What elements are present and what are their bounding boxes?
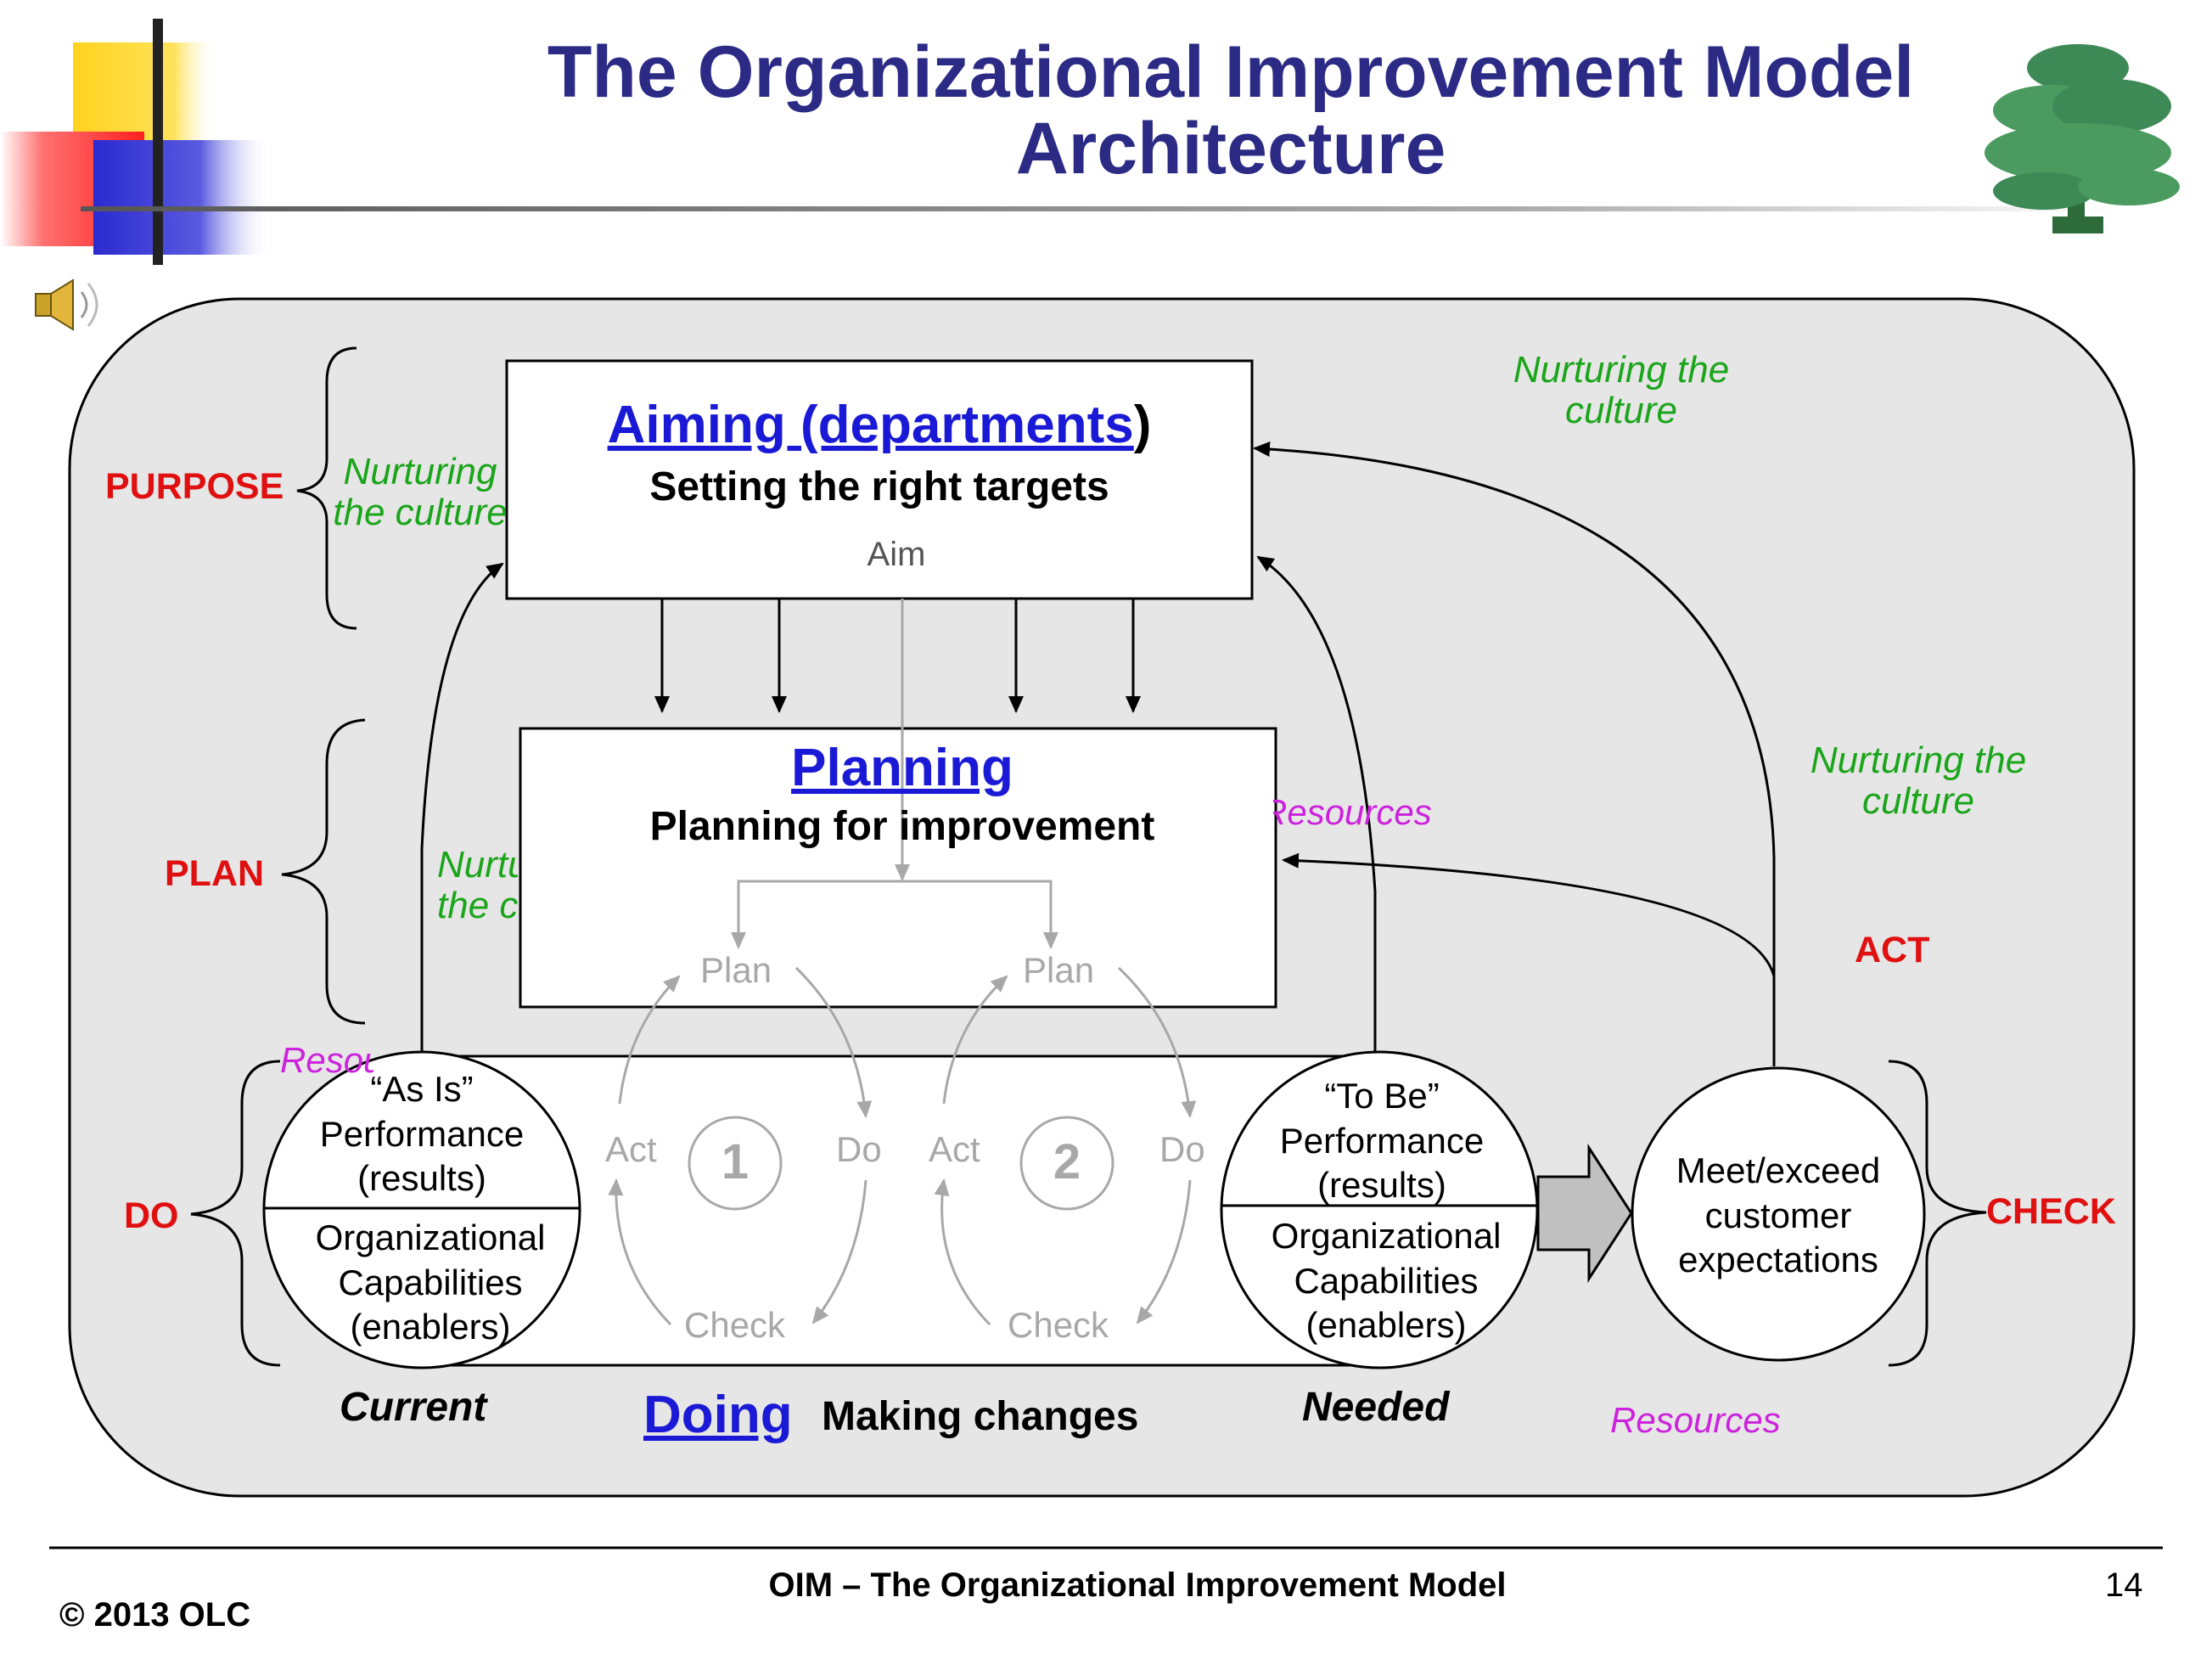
pdca-cycle-2 <box>934 966 1197 1326</box>
footer-copyright: © 2013 OLC <box>59 1596 251 1634</box>
needed-performance-text: “To Be” Performance (results) <box>1279 1076 1485 1205</box>
tree-logo <box>1985 44 2180 233</box>
level-check: CHECK <box>1986 1191 2116 1232</box>
doing-link[interactable]: Doing <box>643 1386 793 1444</box>
level-act: ACT <box>1855 930 1930 970</box>
nurturing-culture-plan-clip: Nurturing the culture <box>437 845 518 938</box>
level-purpose: PURPOSE <box>105 466 284 507</box>
decorative-squares <box>0 19 2118 265</box>
resources-plan-clip: Resources <box>1273 795 1443 846</box>
speaker-icon[interactable] <box>35 278 98 331</box>
pdca2-check: Check <box>1008 1305 1109 1345</box>
pdca2-number: 2 <box>1053 1134 1081 1189</box>
pdca2-plan: Plan <box>1023 950 1095 990</box>
level-plan: PLAN <box>165 853 265 894</box>
pdca1-number: 1 <box>721 1134 749 1189</box>
aiming-box <box>505 359 1254 600</box>
nurturing-culture-purpose: Nurturing the culture <box>333 451 508 534</box>
aim-label: Aim <box>867 536 926 573</box>
aiming-title: Aiming (departments) <box>507 399 1252 452</box>
customer-text: Meet/exceed customer expectations <box>1676 1150 1881 1279</box>
planning-link[interactable]: Planning <box>791 739 1013 797</box>
pdca1-act: Act <box>605 1129 657 1169</box>
pdca1-plan: Plan <box>700 950 772 990</box>
aiming-subtitle: Setting the right targets <box>649 464 1109 509</box>
braces <box>190 346 1987 1367</box>
current-performance-text: “As Is” Performance (results) <box>319 1069 525 1198</box>
nurturing-culture-plan: Nurturing the culture <box>437 845 518 927</box>
aiming-title-paren: ) <box>1133 396 1152 454</box>
to-customer-arrow <box>1536 1143 1633 1284</box>
aim-to-plan-arrows <box>654 599 1141 949</box>
customer-circle <box>1631 1066 1926 1362</box>
needed-circle <box>1220 1050 1539 1369</box>
pdca1-do: Do <box>836 1129 882 1169</box>
slide-title-line-1: The Organizational Improvement Model <box>547 31 1915 113</box>
page-number: 14 <box>2105 1566 2143 1604</box>
feedback-arrows <box>420 441 1776 1066</box>
current-capabilities-text: Organizational Capabilities (enablers) <box>315 1218 546 1347</box>
pdca1-check: Check <box>684 1305 786 1345</box>
resources-plan: Resources <box>1273 795 1432 832</box>
needed-capabilities-text: Organizational Capabilities (enablers) <box>1271 1216 1502 1345</box>
resources-bottom-right: Resources <box>1610 1400 1781 1440</box>
planning-subtitle: Planning for improvement <box>649 804 1155 849</box>
aiming-link[interactable]: Aiming (departments <box>607 396 1134 454</box>
resources-do-clip: Resources <box>280 1043 373 1085</box>
level-do: DO <box>124 1195 179 1236</box>
nurturing-culture-right: Nurturing the culture <box>1810 740 2027 823</box>
current-circle <box>262 1050 581 1369</box>
slide-title-line-2: Architecture <box>1015 108 1446 189</box>
pdca2-act: Act <box>929 1129 980 1169</box>
footer-title: OIM – The Organizational Improvement Mod… <box>768 1566 1507 1604</box>
resources-do: Resources <box>280 1043 373 1080</box>
doing-subtitle: Making changes <box>822 1394 1139 1439</box>
needed-caption: Needed <box>1302 1385 1450 1430</box>
current-caption: Current <box>340 1385 487 1430</box>
pdca2-do: Do <box>1159 1129 1205 1169</box>
pdca-cycle-1 <box>608 966 873 1326</box>
nurturing-culture-top-right: Nurturing the culture <box>1513 349 1730 432</box>
